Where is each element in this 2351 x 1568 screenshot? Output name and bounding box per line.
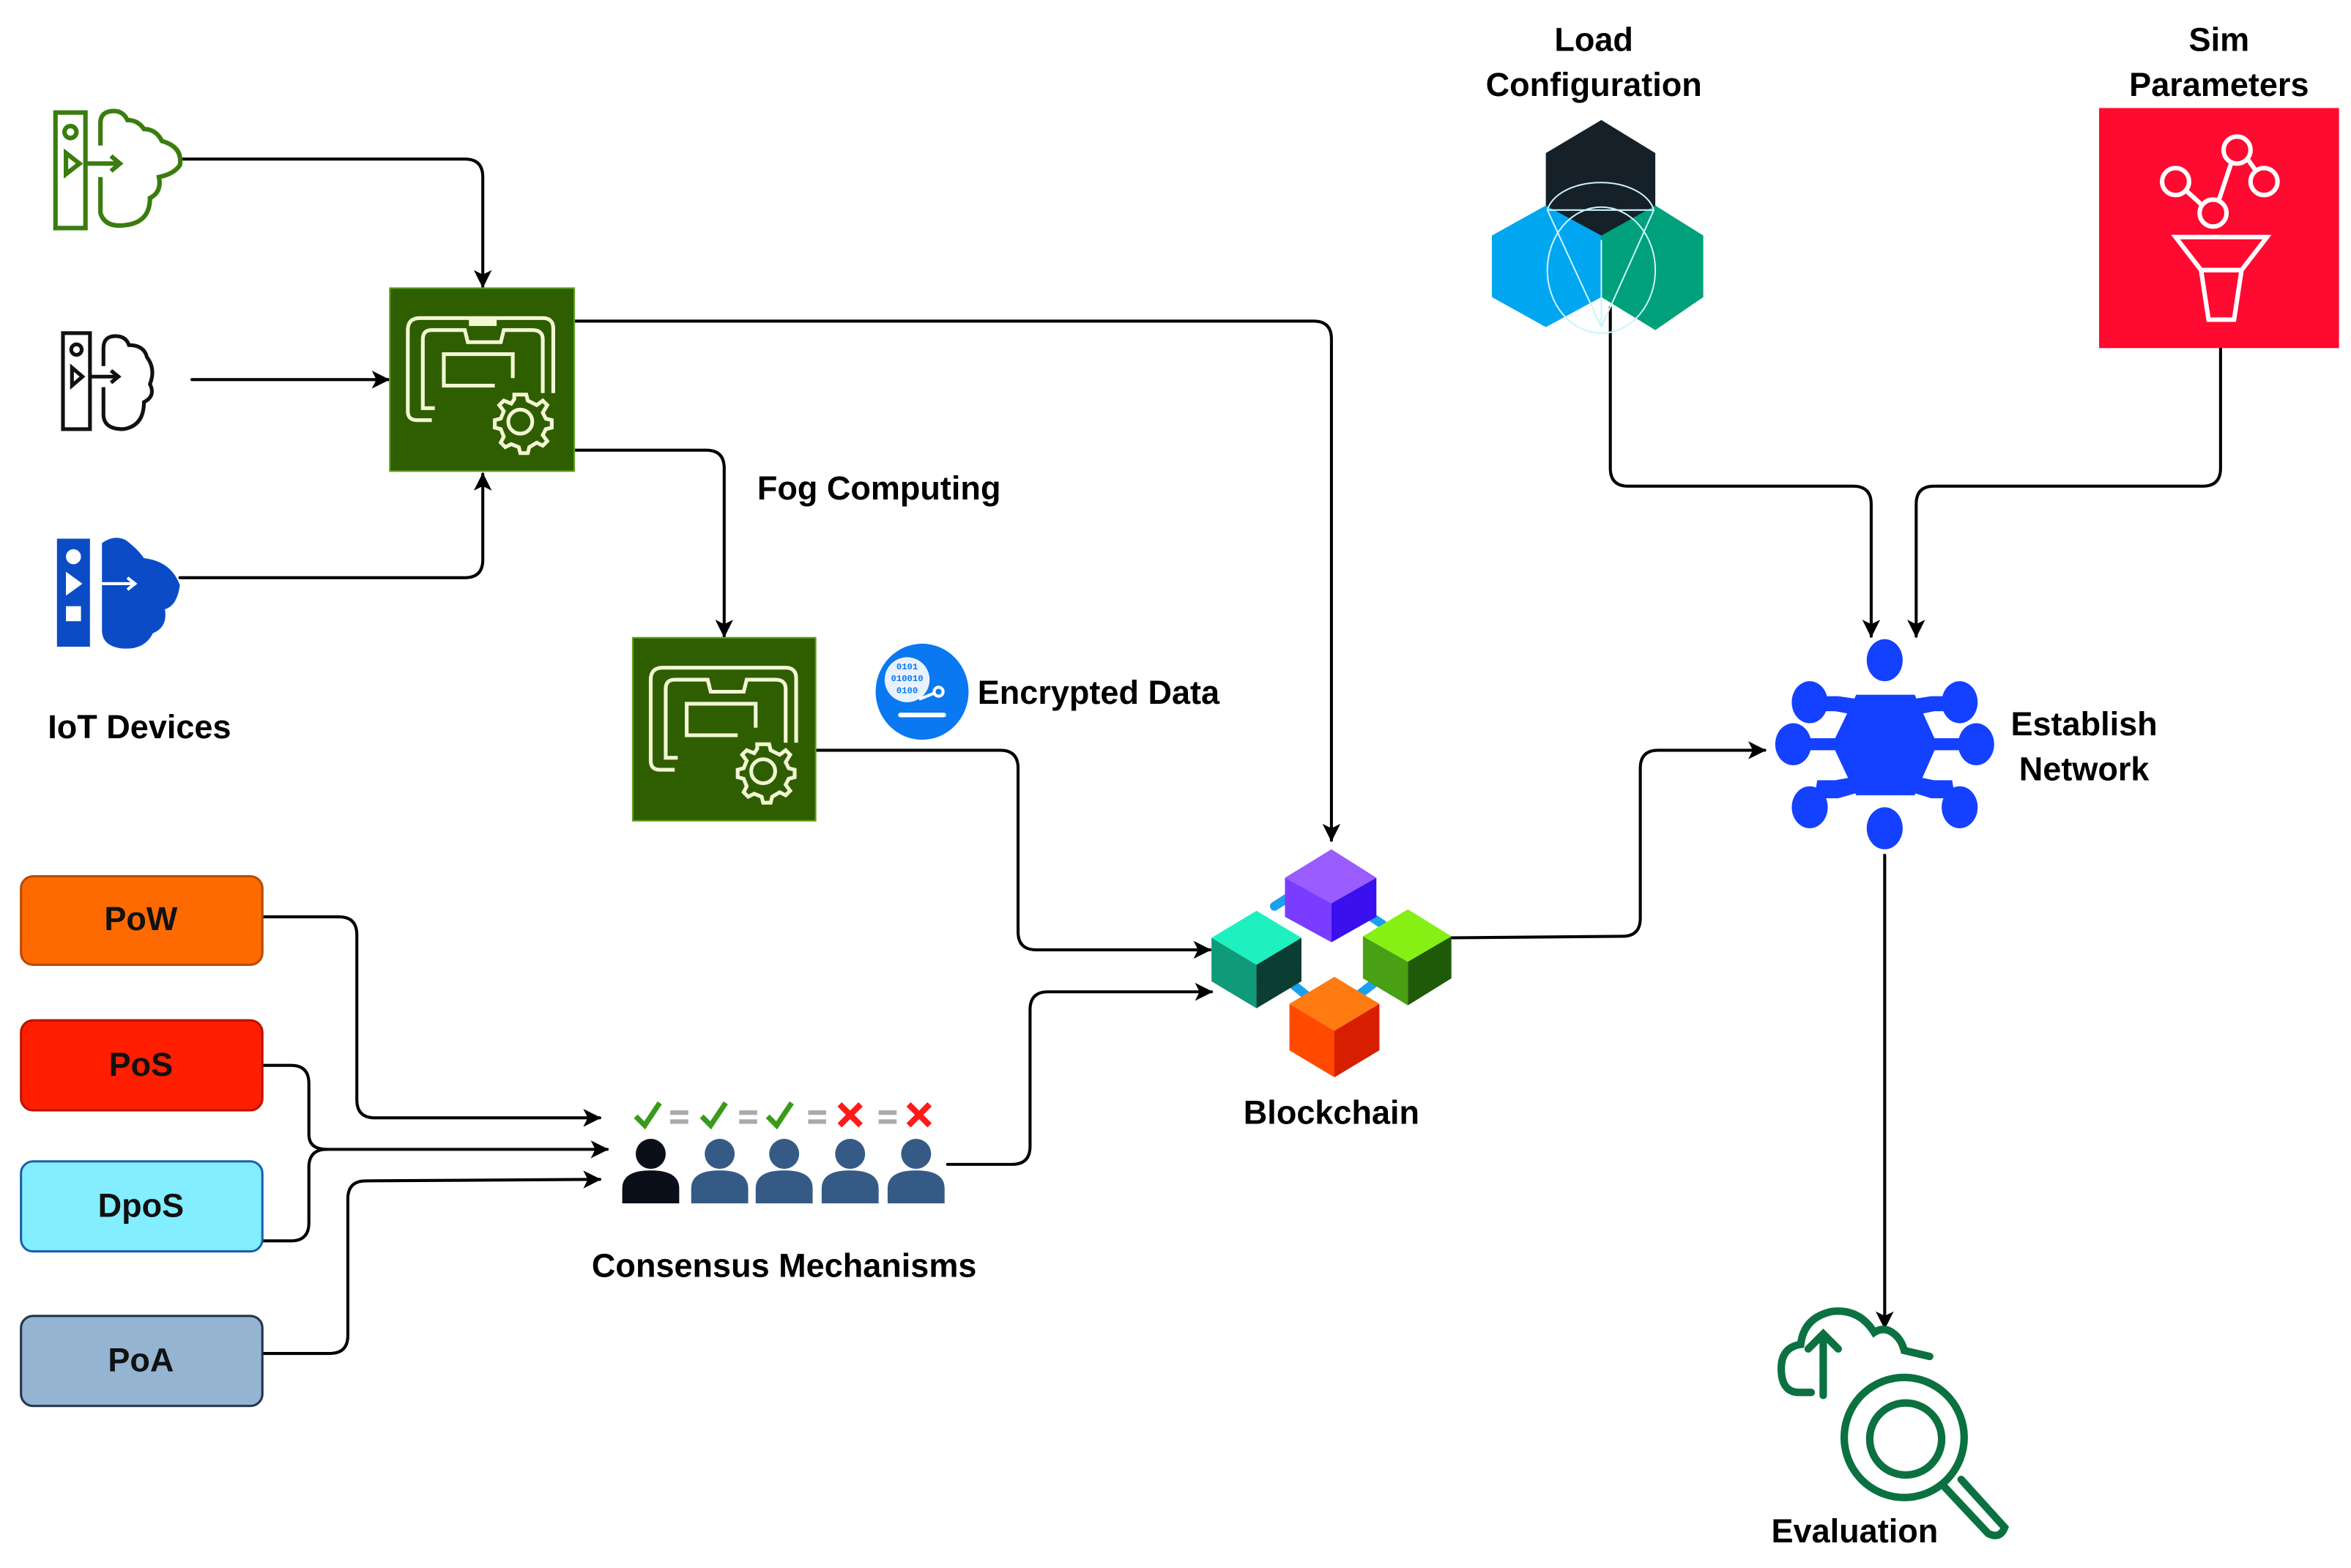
edges — [178, 157, 2222, 1356]
iot-cloud-upload-icon — [53, 108, 183, 231]
iot-cloud-upload-icon — [61, 331, 155, 431]
encryption-key-icon: 0101 010010 0100 — [875, 643, 969, 740]
sim-parameters-node[interactable] — [2099, 108, 2339, 349]
edge-dpos-to-consensus — [261, 1148, 329, 1243]
establish-network-label-line2: Network — [2019, 750, 2150, 787]
blockchain-cubes-icon — [1211, 849, 1452, 1078]
device-gear-icon — [406, 316, 555, 456]
funnel-graph-icon — [2159, 134, 2280, 322]
load-config-label-line2: Configuration — [1486, 66, 1702, 103]
iot-devices-label: IoT Devices — [48, 708, 231, 746]
establish-network-node[interactable] — [1775, 639, 1994, 850]
consensus-mechanism-dpos[interactable]: DpoS — [20, 1160, 264, 1253]
svg-text:0100: 0100 — [896, 686, 918, 696]
load-config-label-line1: Load — [1554, 21, 1633, 59]
edge-fog-to-fog2 — [573, 448, 734, 638]
svg-text:010010: 010010 — [891, 674, 923, 684]
establish-network-label-line1: Establish — [2010, 705, 2157, 743]
blockchain-node[interactable] — [1211, 849, 1452, 1078]
network-hub-icon — [1775, 639, 1994, 850]
iot-device-3[interactable] — [56, 538, 180, 649]
edge-fog2-to-blockchain — [814, 748, 1212, 959]
evaluation-node[interactable] — [1777, 1307, 2009, 1539]
pos-label: PoS — [109, 1046, 174, 1083]
edge-poa-to-consensus — [261, 1170, 601, 1356]
hexagon-cluster-icon — [1491, 119, 1704, 334]
consensus-node[interactable] — [622, 1101, 945, 1204]
fog-computing-label: Fog Computing — [757, 469, 1001, 507]
edge-blockchain-to-network — [1449, 741, 1767, 940]
edge-sim-params-to-network — [1907, 346, 2222, 638]
voting-users-icon — [622, 1101, 945, 1204]
fog-node-secondary[interactable] — [631, 636, 817, 822]
encrypted-data-label: Encrypted Data — [978, 674, 1220, 711]
fog-node-primary[interactable] — [389, 287, 576, 472]
sim-params-label-line1: Sim — [2189, 21, 2250, 59]
cloud-search-icon — [1777, 1307, 2009, 1539]
load-configuration-node[interactable] — [1491, 119, 1704, 334]
svg-text:0101: 0101 — [896, 662, 918, 672]
encrypted-data-node[interactable]: 0101 010010 0100 — [875, 643, 969, 740]
pow-label: PoW — [104, 900, 178, 937]
edge-iot1-to-fog — [181, 157, 492, 289]
device-gear-icon — [648, 666, 798, 805]
sim-params-label-line2: Parameters — [2129, 66, 2309, 103]
iot-cloud-upload-icon — [56, 538, 180, 649]
evaluation-label: Evaluation — [1772, 1512, 1939, 1550]
edge-pow-to-consensus — [261, 915, 601, 1127]
edge-fog-to-blockchain — [573, 319, 1341, 842]
iot-device-2[interactable] — [61, 331, 155, 431]
consensus-mechanism-poa[interactable]: PoA — [20, 1315, 264, 1408]
edge-pos-to-consensus — [261, 1063, 609, 1159]
iot-device-1[interactable] — [53, 108, 183, 231]
edge-load-config-to-network — [1608, 305, 1881, 638]
blockchain-label: Blockchain — [1244, 1094, 1419, 1132]
poa-label: PoA — [108, 1342, 174, 1379]
consensus-label: Consensus Mechanisms — [592, 1247, 977, 1285]
edge-consensus-to-blockchain — [946, 982, 1214, 1166]
consensus-mechanism-pow[interactable]: PoW — [20, 874, 264, 966]
edge-iot3-to-fog — [178, 472, 492, 579]
dpos-label: DpoS — [98, 1187, 185, 1225]
consensus-mechanism-pos[interactable]: PoS — [20, 1019, 264, 1112]
